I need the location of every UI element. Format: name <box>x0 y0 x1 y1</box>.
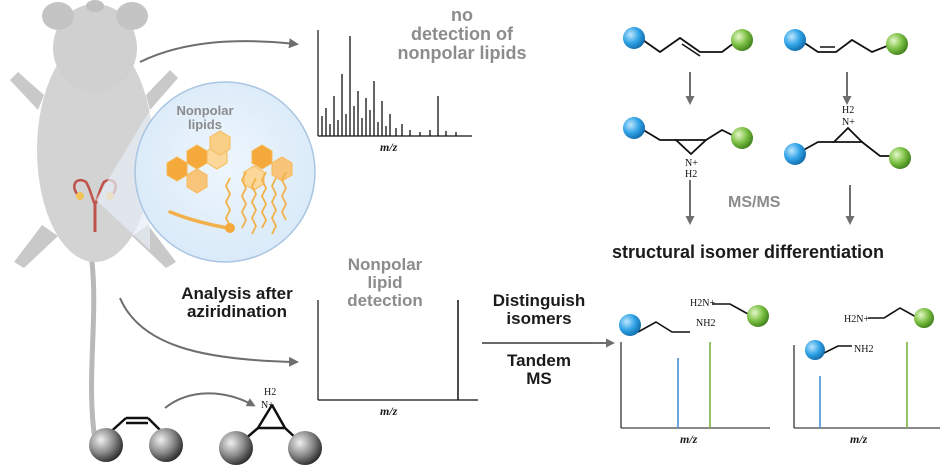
chem-nh2-left: NH2 <box>696 318 715 329</box>
middle-axis-label: m/z <box>380 404 398 418</box>
top-axis-label: m/z <box>380 140 398 154</box>
tandem-left-axis: m/z <box>680 432 698 446</box>
tandem-line2: MS <box>526 368 552 388</box>
chem-nplus-2: N+ <box>842 117 855 128</box>
aziridination-reaction <box>89 392 322 465</box>
analysis-line1: Analysis after <box>181 284 293 303</box>
tandem-line1: Tandem <box>507 351 571 370</box>
inset-title: Nonpolar lipids <box>165 104 245 131</box>
arrow-to-top-spectrum <box>139 38 299 63</box>
chem-h2-bottom: H2 <box>264 387 276 398</box>
chem-nh2-right: NH2 <box>854 344 873 355</box>
top-label-line2: detection of <box>411 23 513 44</box>
distinguish-line2: isomers <box>506 308 572 328</box>
inset-title-line2: lipids <box>188 116 222 132</box>
distinguish-line1: Distinguish <box>492 291 586 310</box>
tandem-right-axis: m/z <box>850 432 868 446</box>
middle-spectrum <box>317 300 478 401</box>
tandem-spectrum-right <box>793 307 940 429</box>
distinguish-label: Distinguish isomers <box>474 292 604 328</box>
chem-h2n-right: H2N+ <box>844 314 869 325</box>
top-spectrum-label: no detection of nonpolar lipids <box>392 6 532 63</box>
tandem-spectrum-left <box>619 303 770 429</box>
chem-h2n-left: H2N+ <box>690 298 715 309</box>
chem-nplus-bottom: N+ <box>261 400 274 411</box>
analysis-line2: aziridination <box>186 301 288 321</box>
arrow-to-middle-spectrum <box>119 297 299 367</box>
tandem-label: Tandem MS <box>474 352 604 388</box>
chem-nplus-1: N+ <box>685 158 698 169</box>
middle-label-line2: lipid <box>367 272 403 292</box>
top-spectrum <box>317 30 472 137</box>
hexagon-rings <box>166 130 293 194</box>
chem-h2-1: H2 <box>685 169 697 180</box>
analysis-label: Analysis after aziridination <box>152 285 322 321</box>
inset-title-line1: Nonpolar <box>176 103 234 118</box>
chem-h2-2: H2 <box>842 105 854 116</box>
msms-label: MS/MS <box>728 194 781 211</box>
middle-spectrum-label: Nonpolar lipid detection <box>330 256 440 310</box>
nonpolar-lipid-inset <box>134 81 316 263</box>
isomer-scheme <box>623 27 911 225</box>
top-label-line1: no <box>451 5 473 25</box>
top-label-line3: nonpolar lipids <box>397 42 527 63</box>
zoom-cone <box>96 110 150 250</box>
isomer-differentiation-title: structural isomer differentiation <box>612 242 885 262</box>
middle-label-line3: detection <box>347 290 423 310</box>
fatty-acid-tails <box>224 171 288 235</box>
middle-label-line1: Nonpolar <box>347 255 423 274</box>
